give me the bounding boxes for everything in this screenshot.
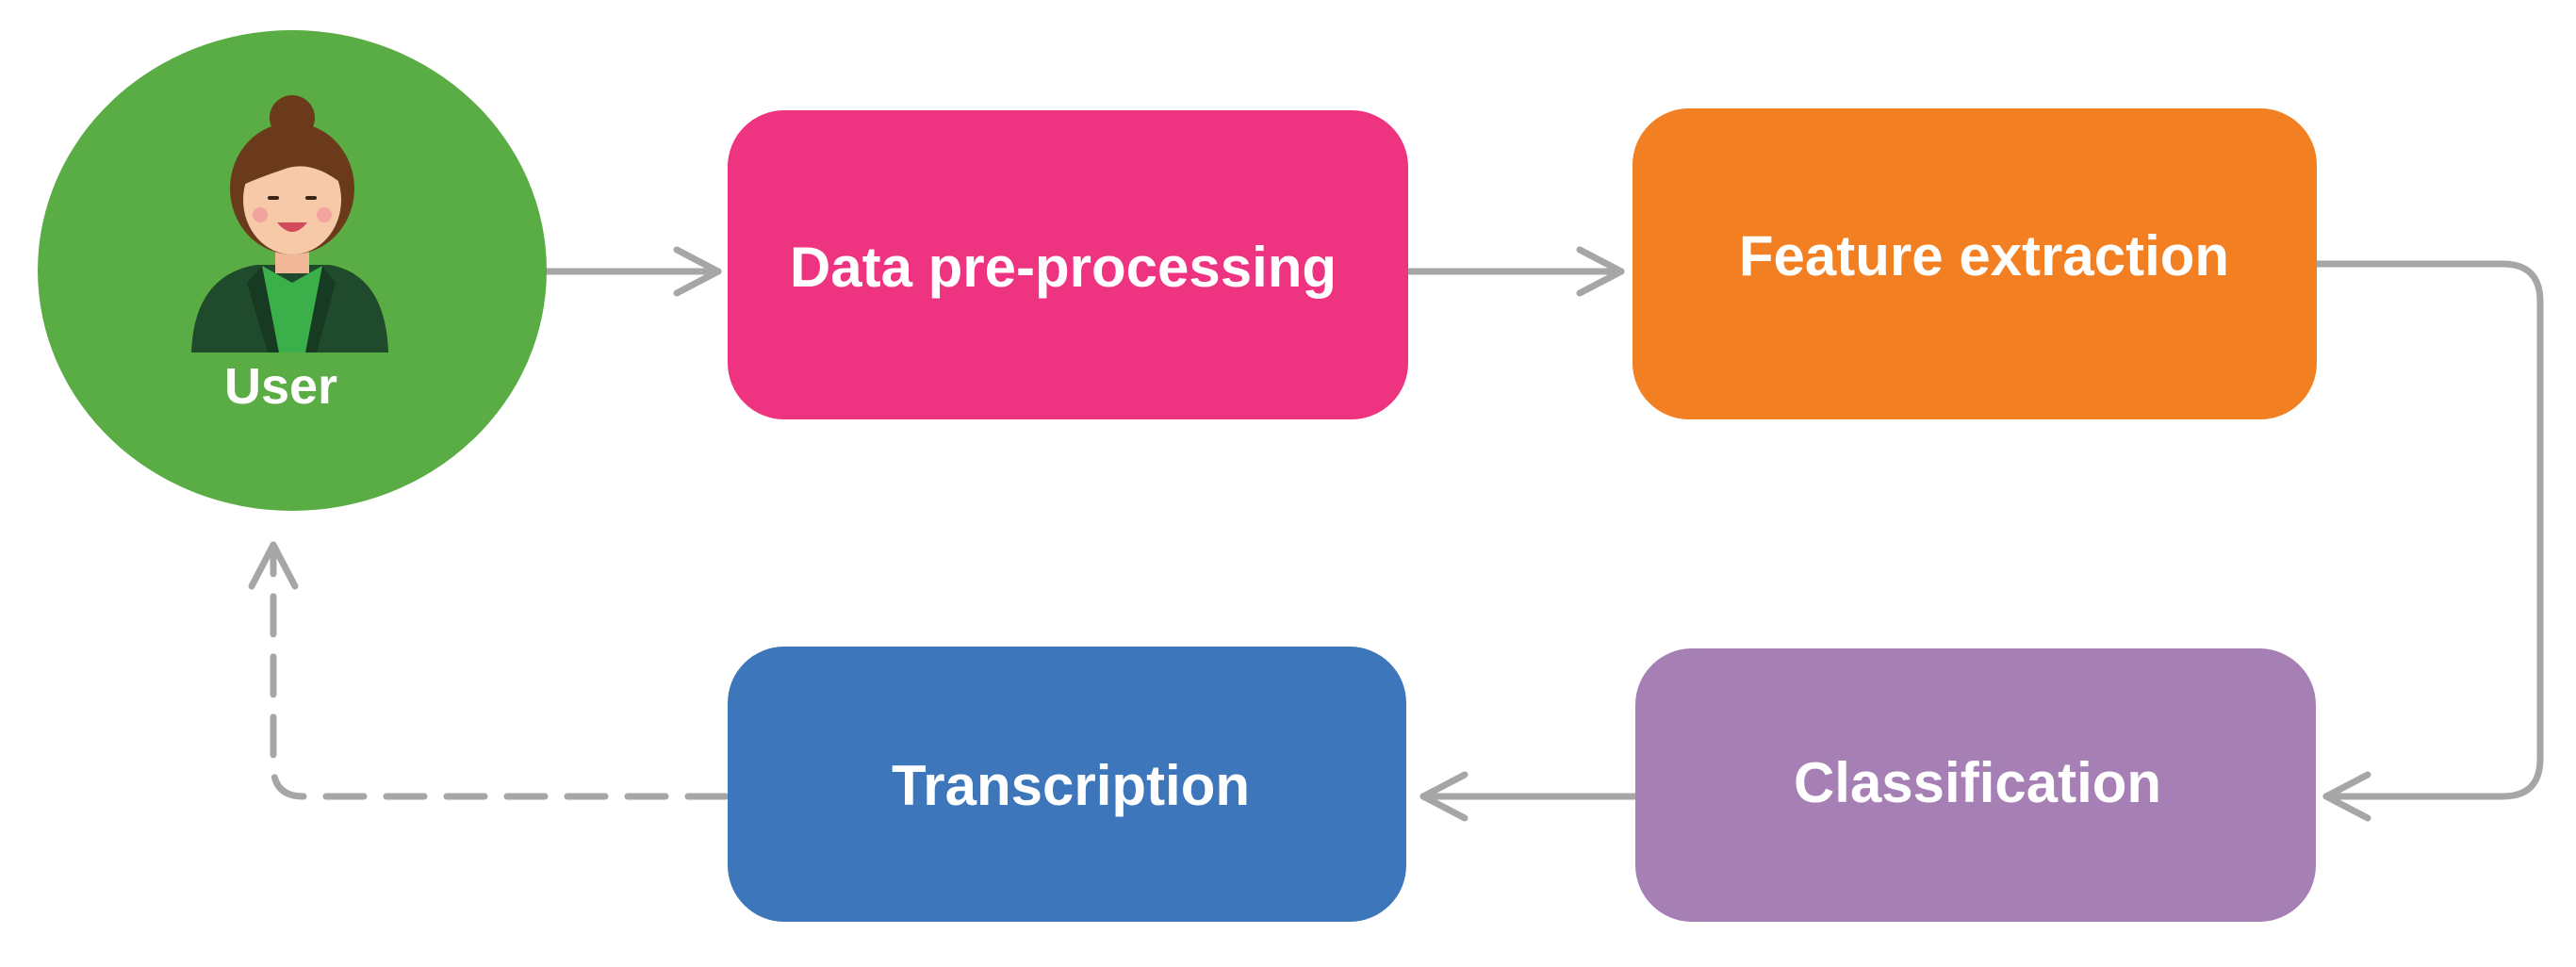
arrow-classification-to-transcription (1419, 771, 1639, 822)
feature-extraction-box (1633, 108, 2317, 419)
classification-box (1635, 648, 2316, 922)
arrow-feature-extraction-to-classification (2313, 260, 2544, 822)
connectors (248, 246, 2544, 822)
user-node: User (38, 30, 547, 511)
arrow-preprocessing-to-feature-extraction (1405, 246, 1625, 297)
feature-extraction-step: Feature extraction (1633, 108, 2317, 419)
arrow-transcription-to-user-dashed (248, 541, 730, 800)
user-label: User (224, 358, 337, 415)
preprocessing-step: Data pre-processing (728, 110, 1408, 419)
transcription-box (728, 647, 1406, 922)
preprocessing-label: Data pre-processing (790, 236, 1337, 299)
preprocessing-box (728, 110, 1408, 419)
classification-label: Classification (1794, 751, 2161, 814)
feature-extraction-label: Feature extraction (1739, 224, 2229, 287)
classification-step: Classification (1635, 648, 2316, 922)
transcription-label: Transcription (892, 754, 1250, 817)
arrow-user-to-preprocessing (541, 246, 722, 297)
transcription-step: Transcription (728, 647, 1406, 922)
user-avatar-icon (191, 95, 388, 352)
